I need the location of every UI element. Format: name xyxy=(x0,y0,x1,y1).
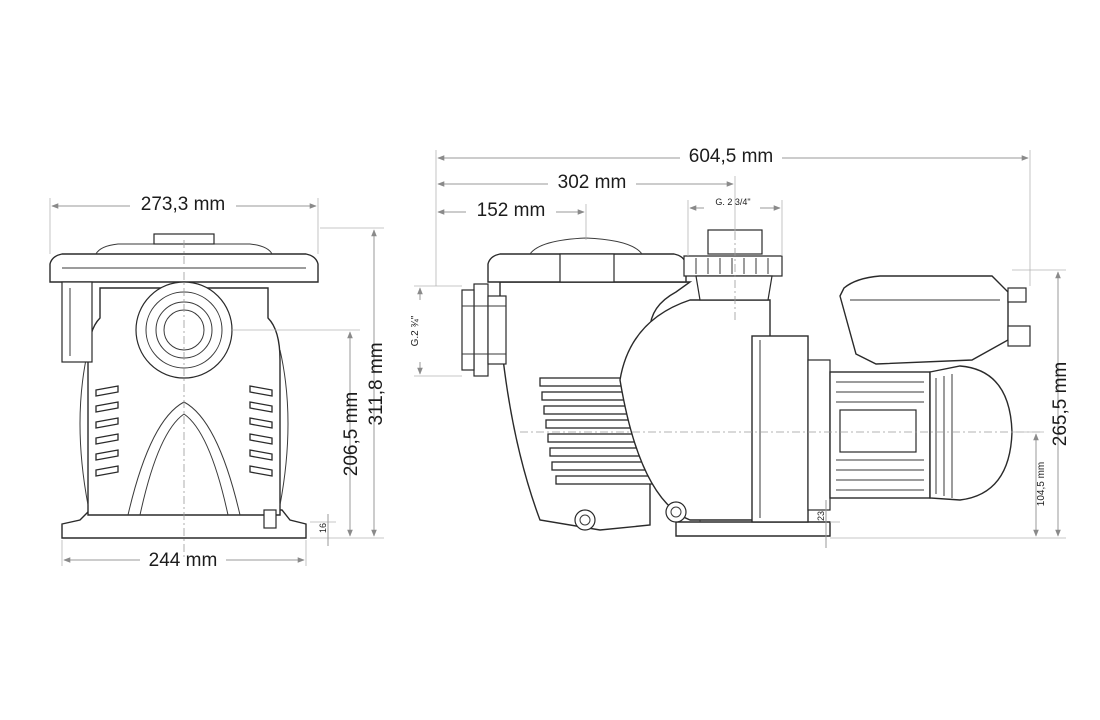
dim-inlet-thread-label: G.2 ¾" xyxy=(410,315,421,346)
dim-302-label: 302 mm xyxy=(558,172,627,193)
side-motor-endcap xyxy=(929,365,1013,501)
side-cable-gland-2 xyxy=(1007,325,1031,347)
dim-104-label: 104,5 mm xyxy=(1036,462,1047,506)
side-inlet-union xyxy=(473,283,489,377)
side-drain-plug-2 xyxy=(665,501,687,523)
dim-265-label: 265,5 mm xyxy=(1050,362,1071,446)
dim-23-label: 23 xyxy=(816,511,826,521)
dim-16-label: 16 xyxy=(318,523,328,533)
side-drain-plug-1 xyxy=(574,509,596,531)
dim-152-label: 152 mm xyxy=(477,200,546,221)
side-motor-flange xyxy=(751,335,809,523)
side-controller-box xyxy=(839,275,1009,365)
dim-311-label: 311,8 mm xyxy=(366,342,387,425)
dim-273-label: 273,3 mm xyxy=(141,194,225,215)
side-cable-gland-1 xyxy=(1007,287,1027,303)
side-volute xyxy=(619,299,771,521)
dim-206-label: 206,5 mm xyxy=(341,392,362,476)
front-right-ribs xyxy=(249,349,289,506)
front-dimensions: 273,3 mm 244 mm 311,8 mm 206,5 mm 16 xyxy=(49,194,387,571)
side-outlet-union xyxy=(683,255,783,277)
front-left-ribs xyxy=(79,349,119,506)
front-view xyxy=(49,233,319,560)
side-dimensions: 604,5 mm 302 mm 152 mm G. 2 3/4" G.2 ¾" … xyxy=(410,146,1071,548)
side-motor-fins xyxy=(836,381,924,491)
side-base-plate xyxy=(675,521,831,537)
side-view xyxy=(461,229,1040,537)
dim-outlet-thread-label: G. 2 3/4" xyxy=(715,197,750,207)
dim-604-label: 604,5 mm xyxy=(689,146,773,167)
side-motor-nameplate xyxy=(839,409,917,453)
front-side-handle xyxy=(61,281,93,363)
dim-244-label: 244 mm xyxy=(149,550,218,571)
